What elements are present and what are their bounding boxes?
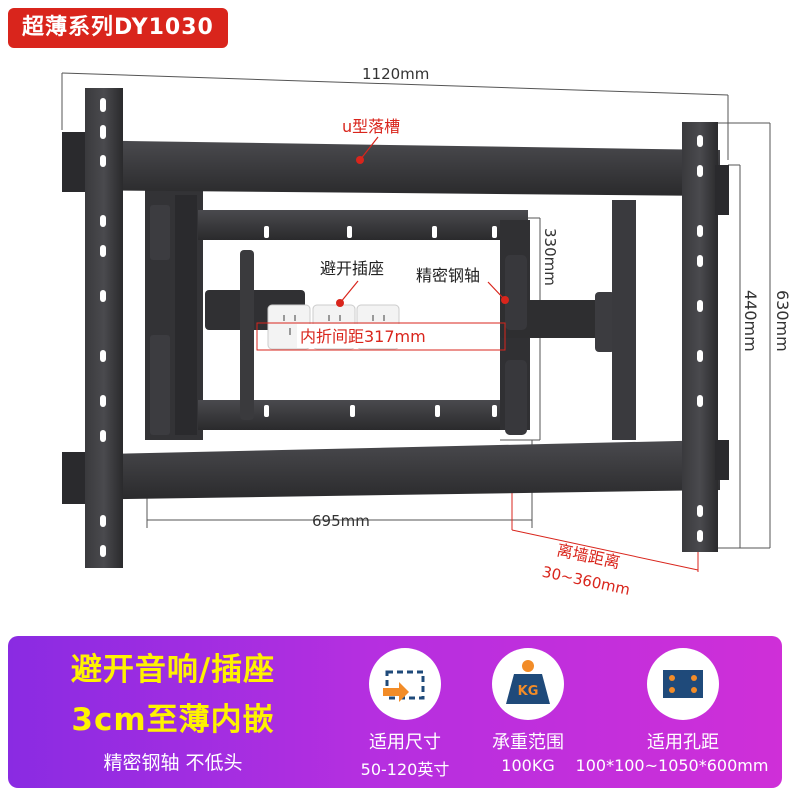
subline: 精密钢轴 不低头 <box>103 752 243 774</box>
avoid-socket-label: 避开插座 <box>320 259 384 278</box>
top-crossbar <box>62 132 720 196</box>
right-vertical-rail <box>682 122 729 552</box>
precision-shaft-callout: 精密钢轴 <box>416 266 509 304</box>
feature-holes-value: 100*100~1050*600mm <box>575 756 769 775</box>
size-frame-icon <box>369 648 441 720</box>
hole-pattern-icon <box>647 648 719 720</box>
feature-size-value: 50-120英寸 <box>360 760 450 779</box>
headline-2: 3cm至薄内嵌 <box>71 702 275 738</box>
feature-weight-label: 承重范围 <box>492 732 564 753</box>
weight-badge-text: KG <box>518 684 539 699</box>
product-diagram: u型落槽 避开插座 精密钢轴 内折间距317mm 1120mm 695mm 33… <box>61 65 792 599</box>
total-height-label: 630mm <box>773 290 792 352</box>
right-inner-rail <box>612 200 636 440</box>
feature-weight-value: 100KG <box>501 756 555 775</box>
plate-slots <box>264 226 497 417</box>
title-badge: 超薄系列DY1030 <box>8 8 228 48</box>
avoid-socket-callout: 避开插座 <box>320 259 384 307</box>
weight-kg-icon: KG <box>492 648 564 720</box>
precision-shaft-label: 精密钢轴 <box>416 266 480 285</box>
left-vertical-rail <box>85 88 123 568</box>
feature-banner: 避开音响/插座 3cm至薄内嵌 精密钢轴 不低头 适用尺寸 50-120英寸 K… <box>8 636 782 788</box>
fold-spacing-label: 内折间距317mm <box>300 327 426 346</box>
headline-1: 避开音响/插座 <box>70 652 276 688</box>
feature-holes-label: 适用孔距 <box>647 732 719 753</box>
feature-holes: 适用孔距 100*100~1050*600mm <box>576 646 768 786</box>
feature-weight: KG 承重范围 100KG <box>453 646 603 786</box>
rail-height-label: 440mm <box>741 290 760 352</box>
fold-spacing-box: 内折间距317mm <box>256 322 506 351</box>
total-width-label: 1120mm <box>362 65 429 83</box>
u-slot-callout: u型落槽 <box>342 117 400 164</box>
feature-size-label: 适用尺寸 <box>369 732 441 753</box>
swing-arms <box>205 250 615 435</box>
u-slot-label: u型落槽 <box>342 117 400 136</box>
arm-width-label: 695mm <box>312 512 370 530</box>
arm-height-label: 330mm <box>541 228 559 286</box>
wall-distance-callout: 离墙距离 30~360mm <box>540 540 631 599</box>
banner-headline-block: 避开音响/插座 3cm至薄内嵌 精密钢轴 不低头 <box>8 636 338 788</box>
feature-size: 适用尺寸 50-120英寸 <box>330 646 480 786</box>
bottom-crossbar <box>62 440 720 504</box>
